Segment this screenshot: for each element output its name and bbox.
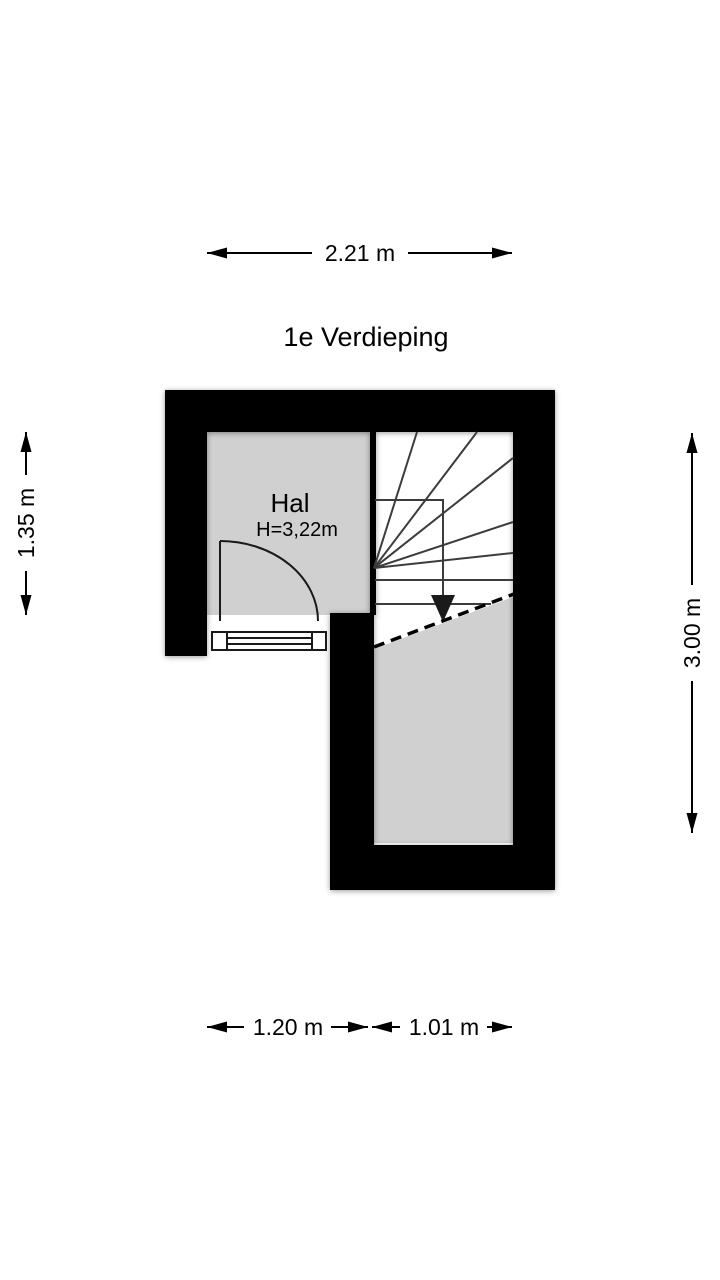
winder-stairs (373, 431, 515, 649)
dimension-bottom-left: 1.20 m (207, 1012, 368, 1042)
arrow-right-icon (492, 1021, 512, 1033)
wall-lower-left (330, 613, 374, 890)
wall-bottom (330, 845, 555, 890)
arrow-up-icon (686, 433, 698, 453)
arrow-down-icon (20, 595, 32, 615)
void-floor (374, 597, 513, 843)
dimension-top-label: 2.21 m (325, 240, 395, 266)
window-frame (211, 631, 327, 651)
room-name-label: Hal (270, 488, 309, 518)
dimension-left: 1.35 m (11, 432, 41, 615)
arrow-left-icon (372, 1021, 392, 1033)
arrow-left-icon (207, 247, 227, 259)
stair-void-dashed-boundary (373, 592, 515, 649)
arrow-left-icon (207, 1021, 227, 1033)
dimension-bottom-right: 1.01 m (372, 1012, 512, 1042)
door-swing (219, 540, 319, 622)
dimension-right: 3.00 m (677, 433, 707, 833)
arrow-up-icon (20, 432, 32, 452)
window (211, 631, 327, 651)
arrow-right-icon (492, 247, 512, 259)
wall-right (513, 390, 555, 890)
dimension-top: 2.21 m (207, 238, 512, 268)
dimension-bottom-right-label: 1.01 m (409, 1014, 479, 1040)
dimension-bottom-left-label-bg (244, 1012, 331, 1042)
arrow-down-icon (686, 813, 698, 833)
plan-title: 1e Verdieping (283, 322, 448, 352)
arrow-right-icon (348, 1021, 368, 1033)
wall-left (165, 390, 207, 656)
dimension-right-label-bg (677, 585, 707, 681)
dimension-left-label: 1.35 m (13, 488, 39, 558)
stair-walk-line (375, 499, 444, 598)
stair-direction-down-arrow-icon (431, 595, 455, 622)
wall-top (165, 390, 555, 432)
door-arc (219, 540, 319, 622)
dimension-bottom-left-label: 1.20 m (253, 1014, 323, 1040)
dimension-right-label: 3.00 m (679, 598, 705, 668)
wall-hal-stair-divider (370, 432, 376, 615)
dimension-left-label-bg (11, 475, 41, 571)
hal-floor (207, 432, 373, 615)
dimension-bottom-right-label-bg (400, 1012, 487, 1042)
room-height-label: H=3,22m (256, 519, 338, 541)
walls (165, 390, 555, 890)
dimension-top-label-bg (312, 238, 408, 268)
